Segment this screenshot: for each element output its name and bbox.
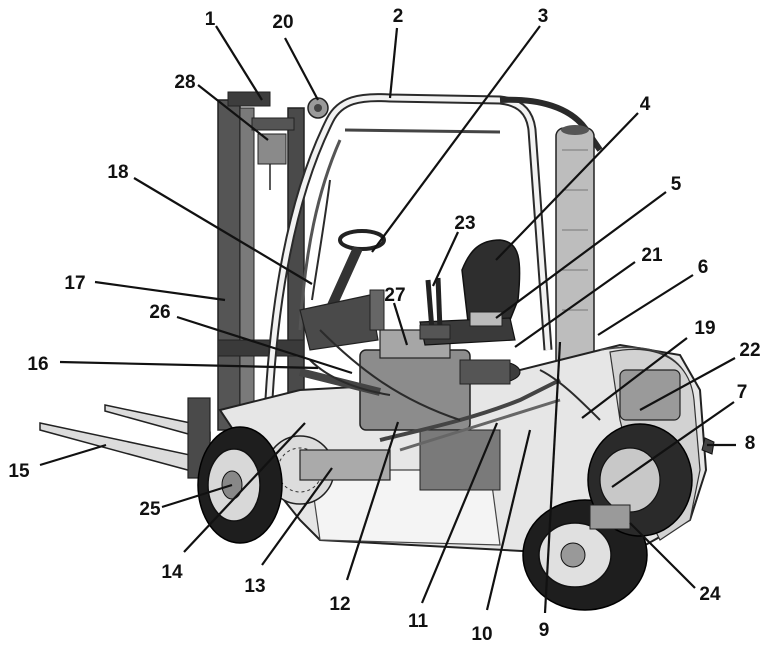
leader-lines bbox=[39, 25, 736, 614]
leader-5 bbox=[495, 191, 667, 319]
leader-24 bbox=[629, 522, 696, 589]
callout-20: 20 bbox=[272, 12, 293, 33]
callout-16: 16 bbox=[27, 354, 48, 375]
callout-17: 17 bbox=[64, 273, 85, 294]
leader-12 bbox=[345, 421, 400, 581]
leader-7 bbox=[611, 401, 735, 488]
callout-1: 1 bbox=[205, 9, 216, 30]
mast bbox=[217, 91, 329, 431]
callout-18: 18 bbox=[107, 162, 128, 183]
leader-28 bbox=[197, 84, 269, 141]
leader-25 bbox=[161, 483, 233, 509]
callout-27: 27 bbox=[384, 285, 405, 306]
leader-2 bbox=[388, 27, 399, 99]
callout-10: 10 bbox=[471, 624, 492, 645]
leader-16 bbox=[59, 360, 319, 370]
leader-11 bbox=[420, 422, 499, 604]
leader-9 bbox=[543, 341, 562, 614]
leader-4 bbox=[495, 112, 639, 261]
leader-22 bbox=[639, 357, 736, 411]
leader-6 bbox=[597, 274, 694, 336]
callout-26: 26 bbox=[149, 302, 170, 323]
leader-10 bbox=[485, 429, 532, 611]
control-levers bbox=[419, 277, 451, 340]
leader-17 bbox=[94, 280, 226, 302]
callout-22: 22 bbox=[739, 340, 760, 361]
callout-24: 24 bbox=[699, 584, 721, 605]
callout-19: 19 bbox=[694, 318, 715, 339]
leader-3 bbox=[371, 25, 541, 253]
callout-13: 13 bbox=[244, 576, 265, 597]
forks bbox=[39, 397, 211, 479]
leader-15 bbox=[39, 443, 107, 467]
callout-7: 7 bbox=[737, 382, 748, 403]
callout-6: 6 bbox=[698, 257, 709, 278]
leader-14 bbox=[183, 422, 306, 553]
overhead-guard bbox=[263, 93, 603, 419]
hydraulic-lines bbox=[309, 179, 601, 421]
callout-3: 3 bbox=[538, 6, 549, 27]
leader-19 bbox=[581, 337, 688, 419]
callout-labels: 1 2 3 4 5 6 7 8 9 10 11 12 13 14 15 16 1… bbox=[8, 6, 760, 645]
callout-28: 28 bbox=[174, 72, 195, 93]
callout-12: 12 bbox=[329, 594, 350, 615]
callout-9: 9 bbox=[539, 620, 550, 641]
tilt-cylinder bbox=[299, 368, 381, 396]
leader-20 bbox=[284, 37, 319, 101]
callout-4: 4 bbox=[640, 94, 651, 115]
callout-11: 11 bbox=[408, 611, 429, 632]
callout-23: 23 bbox=[454, 213, 475, 234]
leader-13 bbox=[261, 467, 333, 566]
steering bbox=[299, 229, 386, 351]
callout-14: 14 bbox=[161, 562, 183, 583]
callout-2: 2 bbox=[393, 6, 404, 27]
forklift-illustration bbox=[39, 91, 715, 611]
leader-1 bbox=[215, 25, 263, 101]
callout-8: 8 bbox=[745, 433, 756, 454]
leader-18 bbox=[133, 177, 313, 285]
leader-27 bbox=[392, 302, 409, 346]
callout-25: 25 bbox=[139, 499, 161, 520]
callout-5: 5 bbox=[671, 174, 682, 195]
leader-23 bbox=[432, 231, 459, 287]
front-wheel bbox=[197, 426, 283, 544]
callout-21: 21 bbox=[641, 245, 663, 266]
callout-15: 15 bbox=[8, 461, 30, 482]
leader-26 bbox=[176, 315, 353, 375]
leader-21 bbox=[514, 261, 636, 348]
